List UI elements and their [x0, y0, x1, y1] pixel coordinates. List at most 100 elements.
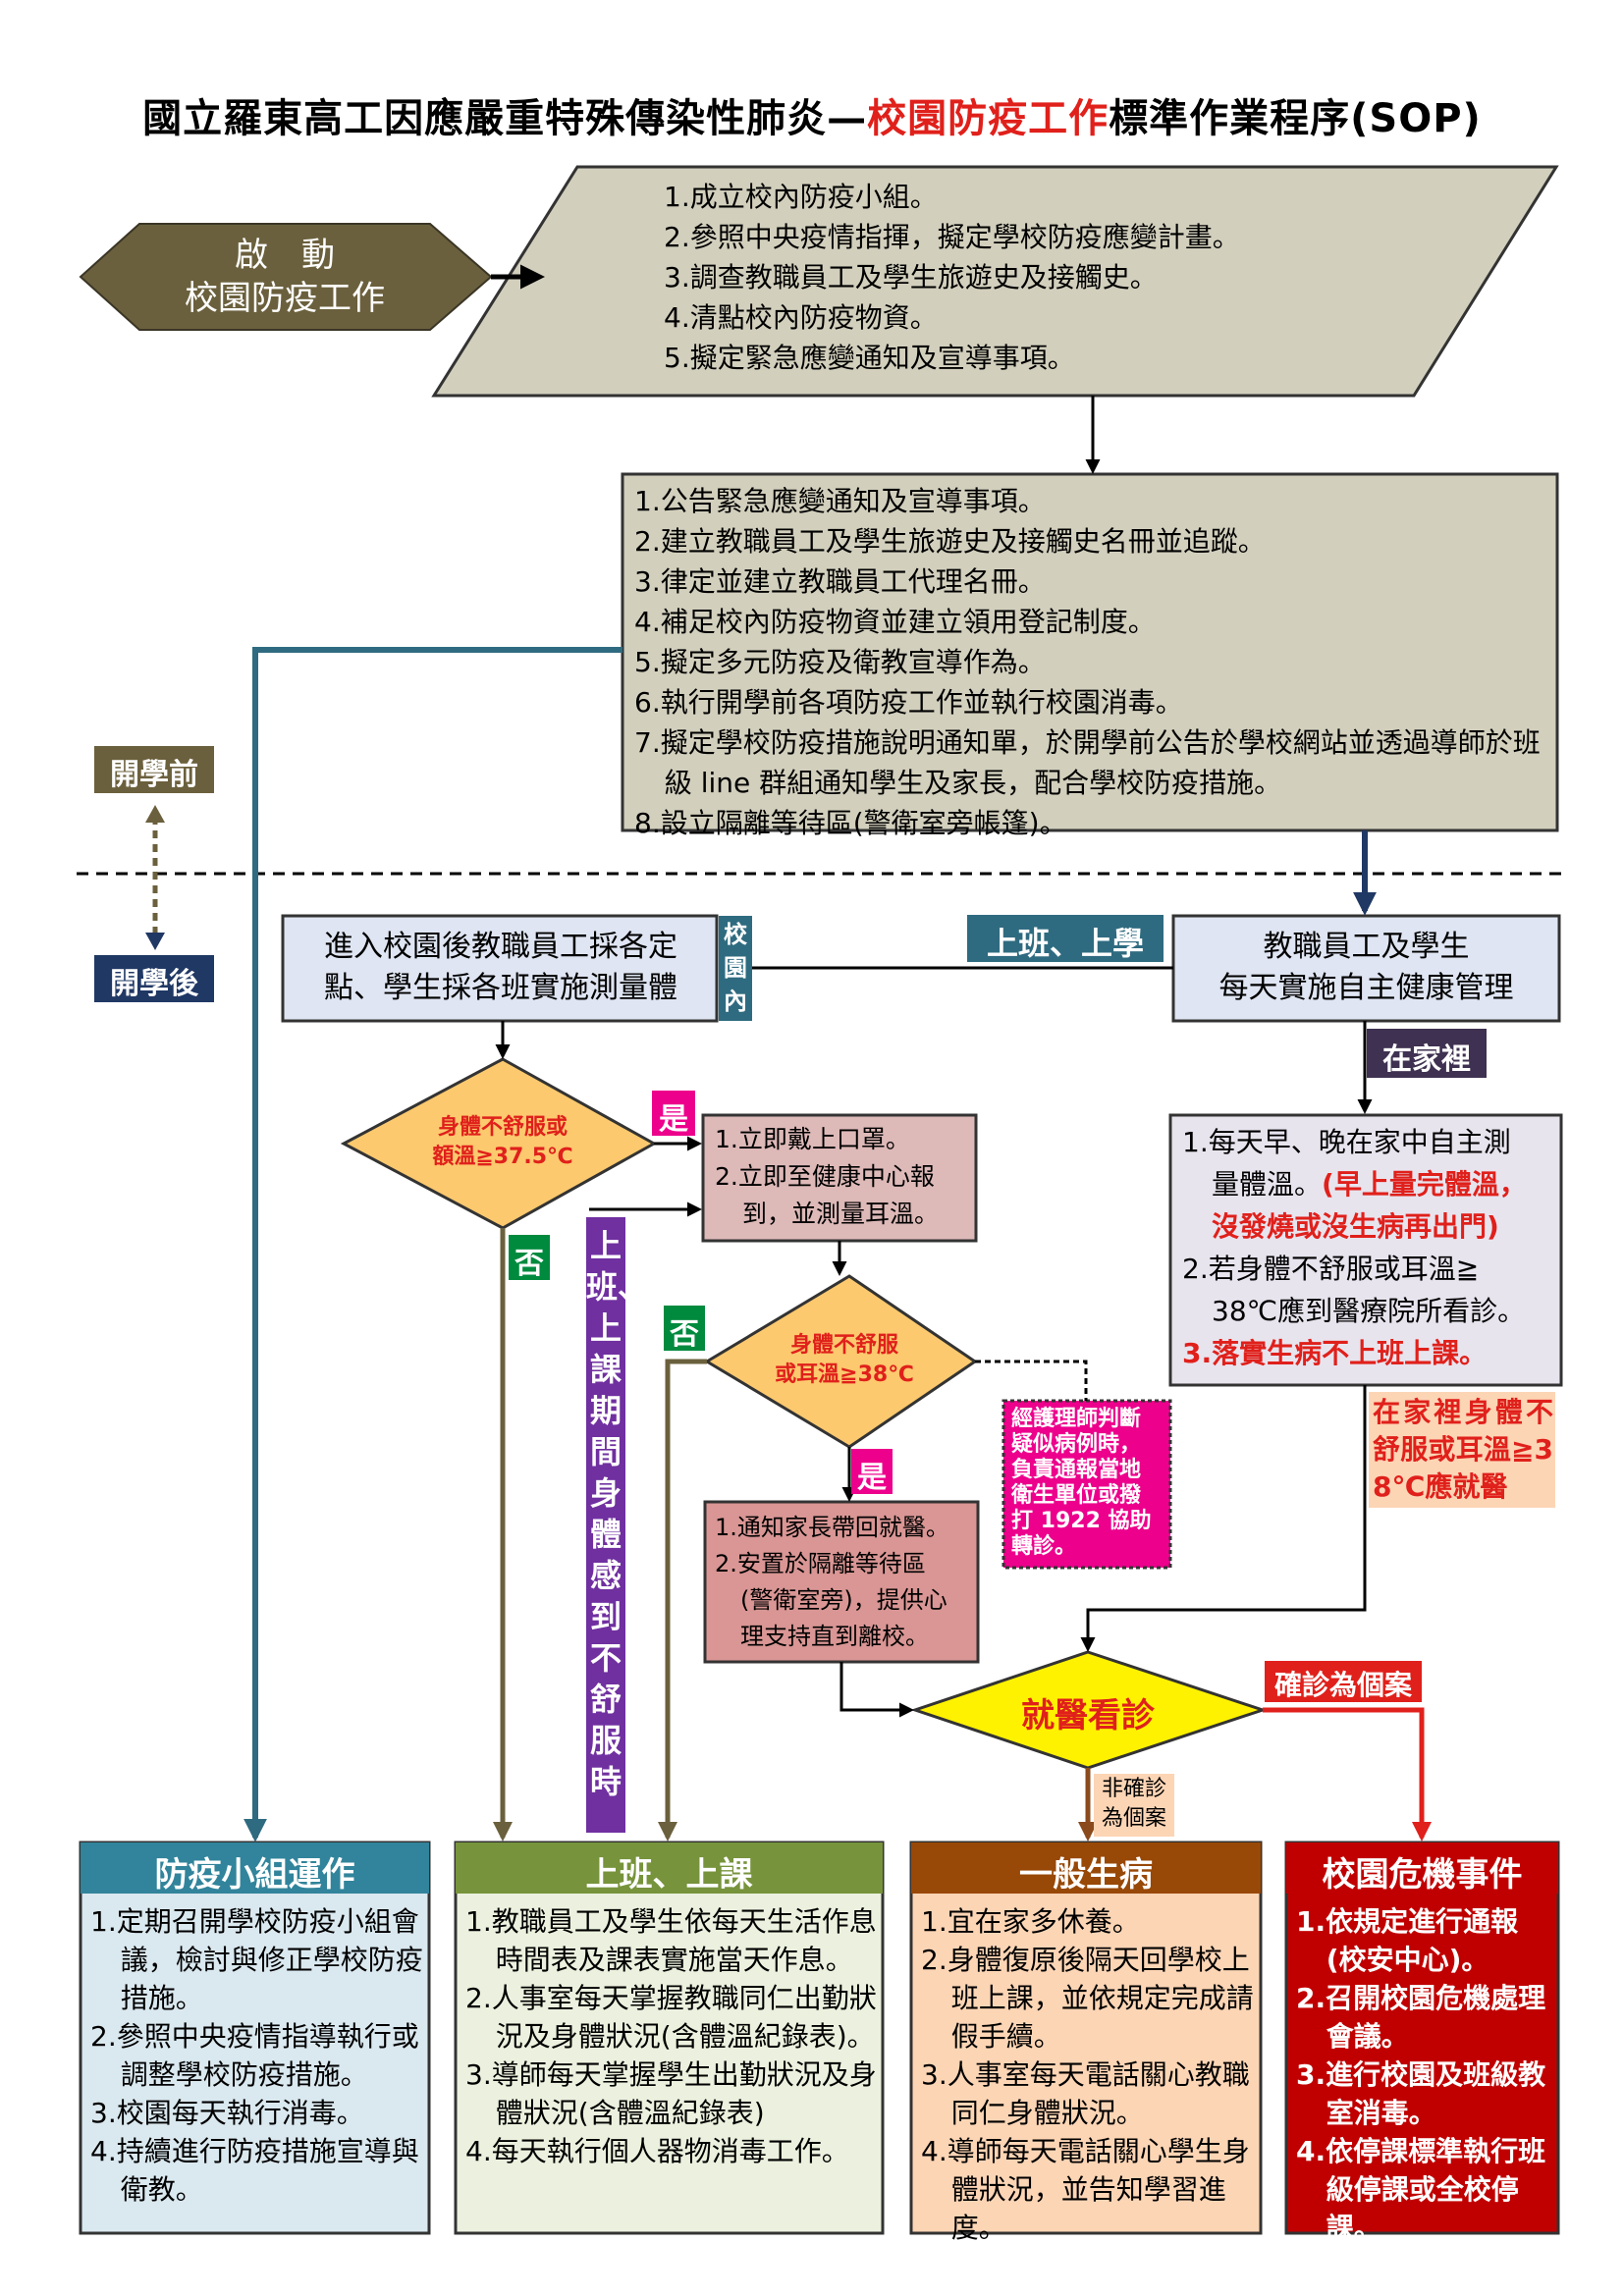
start-line2: 校園防疫工作	[185, 279, 385, 318]
label-bg-not-confirmed	[1094, 1774, 1174, 1837]
label-yes-2: 是	[857, 1461, 887, 1495]
parent-line1: 1.通知家長帶回就醫。	[715, 1514, 949, 1541]
work-box-header	[456, 1842, 883, 1894]
title-part2: 校園防疫工作	[867, 96, 1110, 141]
step1-list-item: 3.調查教職員工及學生旅遊史及接觸史。	[664, 261, 1158, 294]
step2-list-item: 1.公告緊急應變通知及宣導事項。	[634, 485, 1046, 517]
campus-measure-box	[281, 914, 719, 1023]
step2-list-item: 5.擬定多元防疫及衛教宣導作為。	[634, 646, 1046, 678]
label-bg-go-to-work	[967, 915, 1164, 962]
page-title: 國立羅東高工因應嚴重特殊傳染性肺炎—校園防疫工作標準作業程序(SOP)	[0, 86, 1624, 143]
crisis-list-item: 3.進行校園及班級教室消毒。	[1296, 2058, 1546, 2129]
label-go-to-work: 上班、上學	[986, 925, 1144, 962]
label-bg-during-work	[586, 1217, 625, 1833]
mask-line1: 1.立即戴上口罩。	[715, 1125, 910, 1153]
nurse-line4: 衛生單位或撥	[1011, 1483, 1142, 1508]
ill-list-item: 3.人事室每天電話關心教職同仁身體狀況。	[921, 2058, 1250, 2129]
label-campus-inside: 校園內	[724, 921, 747, 1015]
parent-line4: 理支持直到離校。	[740, 1623, 929, 1650]
label-confirmed: 確診為個案	[1273, 1669, 1412, 1701]
diamond3-text: 就醫看診	[1021, 1696, 1155, 1735]
diamond2-line2: 或耳溫≧38℃	[775, 1362, 914, 1387]
home-box	[1168, 1113, 1563, 1387]
step2-list-item: 4.補足校內防疫物資並建立領用登記制度。	[634, 606, 1156, 638]
label-before-school: 開學前	[110, 758, 198, 792]
step1-list-item: 5.擬定緊急應變通知及宣導事項。	[664, 342, 1075, 374]
step2-list-item: 2.建立教職員工及學生旅遊史及接觸史名冊並追蹤。	[634, 525, 1266, 558]
nurse-line3: 負責通報當地	[1011, 1458, 1142, 1482]
ill-list-item: 1.宜在家多休養。	[921, 1905, 1140, 1938]
work-list: 1.教職員工及學生依每天生活作息時間表及課表實施當天作息。2.人事室每天掌握教職…	[465, 1902, 878, 2170]
label-bg-at-home	[1367, 1029, 1487, 1078]
label-home-unwell: 在家裡身體不舒服或耳溫≧38℃應就醫	[1373, 1396, 1553, 1503]
step1-list-item: 1.成立校內防疫小組。	[664, 181, 938, 213]
home-line1: 1.每天早、晚在家中自主測	[1182, 1126, 1511, 1158]
work-title: 上班、上課	[585, 1855, 753, 1895]
title-part1: 國立羅東高工因應嚴重特殊傳染性肺炎—	[142, 96, 868, 141]
ill-title: 一般生病	[1019, 1855, 1153, 1895]
label-bg-home-unwell	[1369, 1392, 1555, 1508]
label-not-confirmed: 非確診為個案	[1101, 1777, 1166, 1831]
before-after-arrow-down	[145, 933, 165, 950]
label-no-1: 否	[514, 1247, 544, 1281]
mask-box-text: 1.立即戴上口罩。 2.立即至健康中心報 到，並測量耳溫。	[715, 1121, 972, 1233]
team-list-item: 2.參照中央疫情指導執行或調整學校防疫措施。	[90, 2020, 419, 2091]
crisis-list: 1.依規定進行通報(校安中心)。2.召開校園危機處理會議。3.進行校園及班級教室…	[1296, 1902, 1553, 2247]
label-bg-confirmed	[1265, 1661, 1422, 1702]
parent-box-text: 1.通知家長帶回就醫。 2.安置於隔離等待區 (警衛室旁)，提供心 理支持直到離…	[715, 1510, 974, 1655]
diamond2-line1: 身體不舒服	[789, 1333, 898, 1358]
work-list-item: 2.人事室每天掌握教職同仁出勤狀況及身體狀況(含體溫紀錄表)。	[465, 1982, 877, 2053]
arrow-diamond3-confirmed-to-crisis	[1263, 1707, 1432, 1842]
mask-box	[701, 1113, 978, 1243]
start-line1: 啟 動	[235, 236, 335, 275]
diamond1-line2: 額溫≧37.5℃	[432, 1145, 573, 1169]
step1-list-item: 2.參照中央疫情指揮，擬定學校防疫應變計畫。	[664, 221, 1240, 253]
ill-list-item: 2.身體復原後隔天回學校上班上課，並依規定完成請假手續。	[921, 1944, 1254, 2053]
arrow-home-to-diamond3	[1080, 1385, 1367, 1652]
step2-list-item: 7.擬定學校防疫措施說明通知單，於開學前公告於學校網站並透過導師於班級 line…	[634, 726, 1541, 799]
team-box-frame	[79, 1841, 431, 2235]
title-part3: 標準作業程序(SOP)	[1109, 96, 1482, 141]
ill-box-header	[911, 1842, 1261, 1894]
team-list: 1.定期召開學校防疫小組會議，檢討與修正學校防疫措施。2.參照中央疫情指導執行或…	[90, 1902, 424, 2209]
team-box-header	[81, 1842, 429, 1894]
label-after-school: 開學後	[110, 967, 198, 1001]
team-list-item: 4.持續進行防疫措施宣導與衛教。	[90, 2135, 419, 2206]
label-at-home: 在家裡	[1382, 1042, 1471, 1077]
step2-list: 1.公告緊急應變通知及宣導事項。 2.建立教職員工及學生旅遊史及接觸史名冊並追蹤。…	[634, 481, 1551, 843]
arrow-diamond2-no-to-work	[658, 1359, 707, 1842]
step1-list: 1.成立校內防疫小組。 2.參照中央疫情指揮，擬定學校防疫應變計畫。 3.調查教職員…	[664, 177, 1410, 378]
step2-box	[621, 472, 1559, 832]
home-line5: 38℃應到醫療院所看診。	[1212, 1295, 1526, 1327]
self-health-line2: 每天實施自主健康管理	[1218, 971, 1514, 1005]
label-bg-campus-inside	[719, 916, 752, 1021]
crisis-list-item: 2.召開校園危機處理會議。	[1296, 1982, 1546, 2053]
nurse-line2: 疑似病例時，	[1011, 1432, 1142, 1457]
parent-line2: 2.安置於隔離等待區	[715, 1550, 926, 1577]
work-box-frame	[454, 1841, 885, 2235]
parent-box	[703, 1500, 980, 1664]
team-list-item: 1.定期召開學校防疫小組會議，檢討與修正學校防疫措施。	[90, 1905, 423, 2014]
crisis-title: 校園危機事件	[1322, 1855, 1523, 1895]
home-line6-red: 3.落實生病不上班上課。	[1182, 1337, 1488, 1369]
arrow-step2-to-team	[244, 647, 623, 1842]
crisis-box-frame	[1284, 1841, 1560, 2235]
nurse-line6: 轉診。	[1011, 1534, 1077, 1559]
crisis-list-item: 1.依規定進行通報(校安中心)。	[1296, 1905, 1519, 1976]
campus-measure-text: 進入校園後教職員工採各定 點、學生採各班實施測量體	[287, 927, 715, 1009]
home-line2-red: (早上量完體溫，	[1322, 1168, 1527, 1201]
home-line4: 2.若身體不舒服或耳溫≧	[1182, 1253, 1480, 1285]
label-during-work: 上班、上課期間身體感到不舒服時	[586, 1227, 650, 1800]
home-line2: 量體溫。	[1212, 1168, 1323, 1201]
diamond1-line1: 身體不舒服或	[437, 1115, 568, 1140]
home-box-text: 1.每天早、晚在家中自主測 量體溫。(早上量完體溫， 沒發燒或沒生病再出門) 2…	[1182, 1121, 1557, 1374]
self-health-line1: 教職員工及學生	[1263, 930, 1470, 964]
team-title: 防疫小組運作	[154, 1855, 355, 1895]
nurse-box	[1001, 1399, 1172, 1570]
label-bg-before-school	[94, 746, 214, 793]
parent-line3: (警衛室旁)，提供心	[740, 1586, 947, 1614]
label-bg-yes1	[652, 1091, 695, 1136]
nurse-line1: 經護理師判斷	[1011, 1407, 1142, 1431]
ill-list: 1.宜在家多休養。 2.身體復原後隔天回學校上班上課，並依規定完成請假手續。3.人…	[921, 1902, 1255, 2247]
